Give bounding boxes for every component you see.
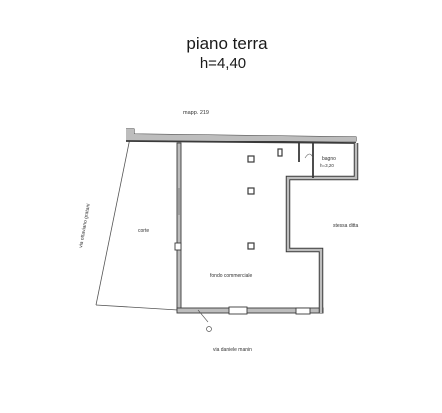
- structural-columns: [247, 148, 283, 250]
- plan-height: h=4,40: [199, 55, 247, 72]
- shop-label: fondo commerciale: [210, 273, 252, 279]
- column: [247, 187, 255, 195]
- entrance-marker: [206, 326, 212, 332]
- west-wall: [174, 142, 182, 312]
- column: [247, 242, 255, 250]
- column: [247, 155, 255, 163]
- bathroom-height-label: h=3,20: [320, 163, 334, 168]
- bathroom-walls: [298, 143, 314, 178]
- same-owner-label: stessa ditta: [333, 223, 359, 229]
- courtyard-boundary-west: [95, 137, 131, 306]
- bathroom-label: bagno: [322, 156, 336, 162]
- street-west-label: via ottaviano gratani: [78, 203, 92, 248]
- courtyard-label: corte: [138, 228, 149, 234]
- plan-title: piano terra: [186, 34, 268, 53]
- north-wall: [125, 128, 357, 144]
- mappale-label: mapp. 219: [183, 110, 209, 116]
- courtyard-boundary-south: [95, 304, 179, 311]
- east-wall: [285, 143, 359, 313]
- column: [277, 148, 283, 157]
- south-wall: [176, 306, 324, 323]
- street-south-label: via daniele manin: [213, 347, 252, 353]
